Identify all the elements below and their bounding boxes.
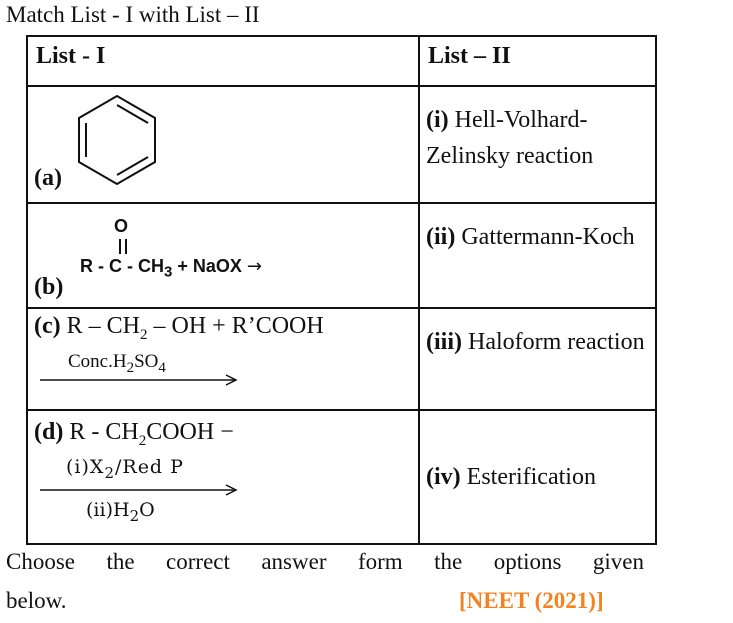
item-iv-text: Esterification [460, 464, 596, 490]
item-d-label: (d) [34, 419, 64, 445]
condition-d-bottom: (ii)H2O [86, 499, 155, 525]
list1-item-c: (c) R – CH2 – OH + R’COOH Conc.H2SO4 [28, 309, 418, 409]
benzene-ring-icon [78, 94, 156, 186]
reaction-c-lhs: R – CH [60, 313, 140, 339]
carbonyl-oxygen: O [114, 216, 129, 236]
double-bond-icon [119, 239, 127, 254]
item-c-label: (c) [34, 313, 61, 339]
list1-header: List - I [36, 43, 106, 69]
cond-sub-2: 2 [104, 463, 115, 482]
list1-item-a: (a) [28, 87, 418, 202]
table-row: (b) O R - C - CH3 + NaOX → (ii) Gatterma… [26, 202, 657, 309]
item-ii-text: Gattermann-Koch [455, 224, 635, 250]
reaction-d-equation: (d) R - CH2COOH − [34, 419, 234, 450]
condition-c: Conc.H2SO4 [68, 351, 166, 377]
table-row: (a) (i) Hell-Volhard-Zelinsky reaction [26, 85, 657, 204]
long-arrow-icon [40, 374, 238, 386]
list2-item-ii: (ii) Gattermann-Koch [420, 204, 655, 255]
item-iv-label: (iv) [426, 464, 461, 490]
item-i-text: Hell-Volhard-Zelinsky reaction [426, 107, 594, 169]
cond-sub-2: 2 [126, 359, 135, 376]
list1-item-d: (d) R - CH2COOH − (i)X2/Red P (ii)H2O [28, 411, 418, 543]
question-prompt-line1: Choose the correct answer form the optio… [6, 549, 644, 574]
list2-item-iii: (iii) Haloform reaction [420, 309, 655, 360]
sub-2: 2 [140, 326, 148, 343]
reactant-ketone: R - C - CH [80, 256, 164, 276]
cond-c-part1: Conc.H [68, 351, 127, 372]
list2-item-iv: (iv) Esterification [420, 411, 655, 543]
sub-3: 3 [164, 263, 173, 281]
cond-d-top-part1: (i)X [66, 456, 105, 478]
question-intro: Match List - I with List – II [6, 2, 260, 27]
table-header-row: List - I List – II [26, 35, 657, 87]
item-ii-label: (ii) [426, 224, 456, 250]
reagent-naox: + NaOX [172, 256, 242, 276]
item-i-label: (i) [426, 107, 449, 133]
list2-item-i: (i) Hell-Volhard-Zelinsky reaction [420, 87, 655, 174]
match-table: List - I List – II (a) (i) Hell-Volhard-… [26, 35, 657, 545]
cond-c-part2: SO [134, 351, 159, 372]
sub-2: 2 [138, 432, 147, 449]
reaction-d-lhs: R - CH [63, 419, 139, 445]
reaction-c-equation: (c) R – CH2 – OH + R’COOH [34, 313, 324, 344]
item-b-label: (b) [34, 274, 64, 300]
question-prompt-line2: below. [6, 588, 67, 613]
long-arrow-icon [40, 484, 238, 496]
cond-d-bot-part2: O [139, 499, 155, 521]
item-iii-text: Haloform reaction [462, 329, 645, 355]
table-row: (c) R – CH2 – OH + R’COOH Conc.H2SO4 (ii… [26, 307, 657, 411]
item-a-label: (a) [34, 165, 62, 191]
table-row: (d) R - CH2COOH − (i)X2/Red P (ii)H2O (i… [26, 409, 657, 545]
reaction-arrow-icon: → [246, 256, 262, 277]
exam-source-tag: [NEET (2021)] [459, 588, 604, 613]
list1-item-b: (b) O R - C - CH3 + NaOX → [28, 204, 418, 307]
reaction-b-equation: O R - C - CH3 + NaOX → [80, 216, 262, 281]
cond-sub-2: 2 [129, 506, 140, 525]
reaction-d-rhs: COOH − [146, 419, 234, 445]
condition-d-top: (i)X2/Red P [66, 456, 184, 482]
cond-sub-4: 4 [158, 359, 166, 376]
cond-d-bot-part1: (ii)H [86, 499, 130, 521]
item-iii-label: (iii) [426, 329, 462, 355]
list2-header: List – II [428, 43, 511, 69]
reaction-c-rhs: – OH + R’COOH [147, 313, 324, 339]
cond-d-top-part2: /Red P [114, 456, 184, 478]
